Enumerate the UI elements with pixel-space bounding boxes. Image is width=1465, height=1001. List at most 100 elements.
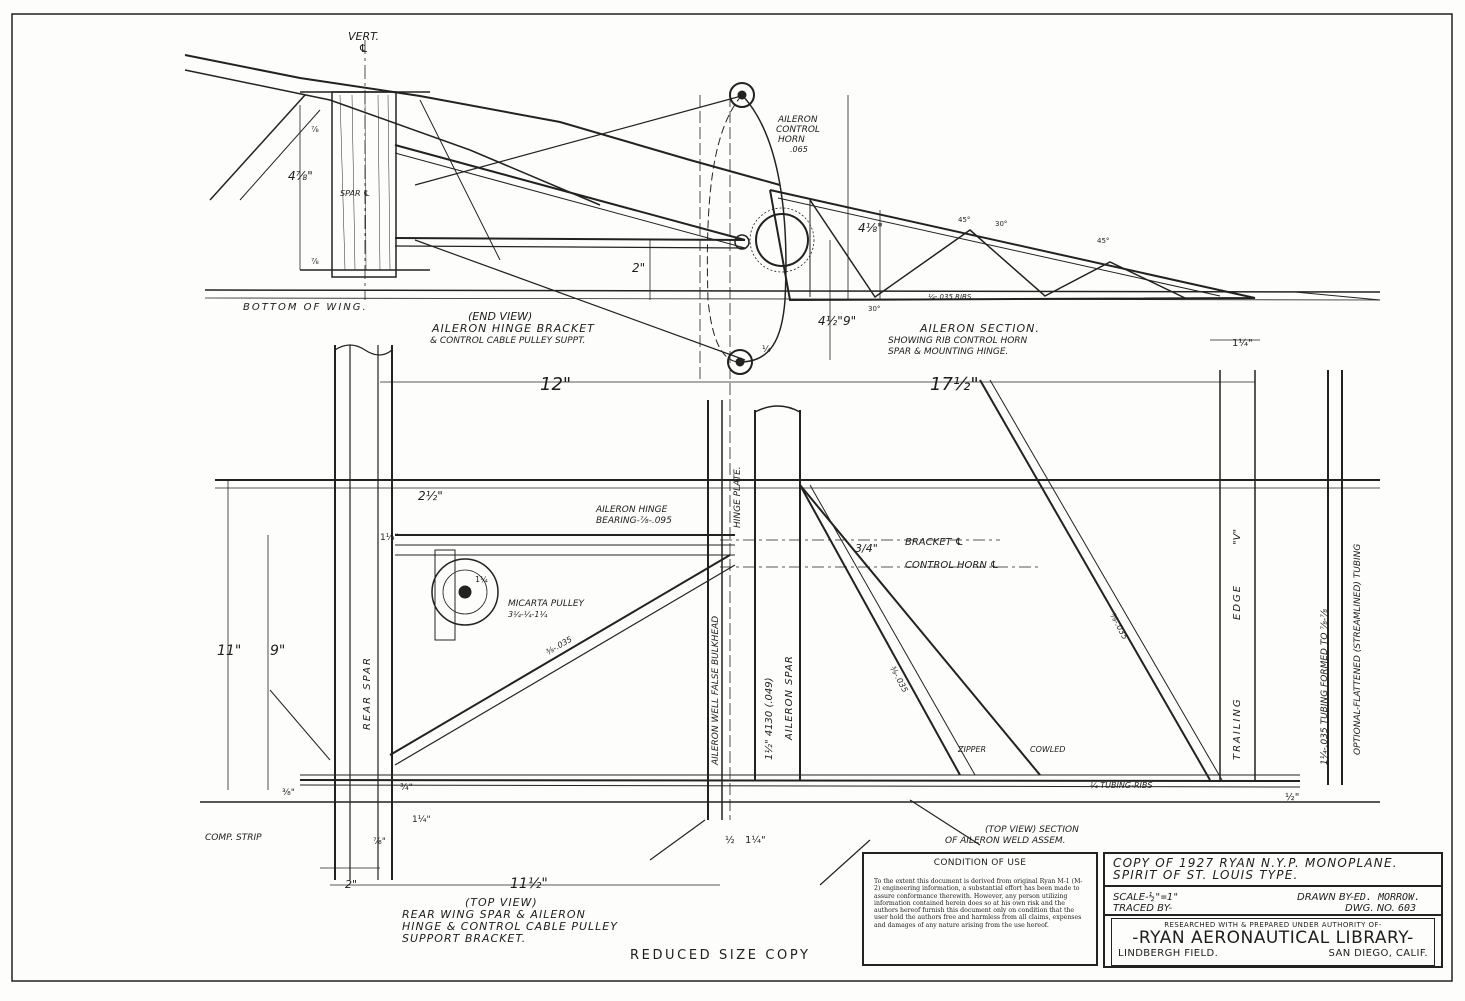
dim-1-2: ½" [1285,791,1299,803]
scale-value: ½"=1" [1148,892,1179,903]
horn-label-3: HORN [778,135,805,145]
dim-4-1-8: 4⅛" [858,221,883,235]
angle-45a: 45° [958,216,970,224]
weld-section-label-1: (TOP VIEW) SECTION [985,825,1079,835]
bracket-cl-label: BRACKET ℄ [905,537,964,548]
library-address: LINDBERGH FIELD. SAN DIEGO, CALIF. [1112,948,1434,959]
micarta-label-2: 3¼-¼-1¼ [508,610,547,619]
dim-17-1-2: 17½" [930,374,979,395]
vert-label: VERT. [348,30,379,43]
library-box: RESEARCHED WITH & PREPARED UNDER AUTHORI… [1111,918,1435,966]
dim-7-8b: ⅞ [311,257,319,266]
angle-30b: 30° [868,305,880,313]
title-line-2: SPIRIT OF ST. LOUIS TYPE. [1113,868,1299,882]
dim-11-1-2: 11½" [510,876,548,892]
trailing-edge-label-1: TRAILING [1232,697,1243,760]
traced-label: TRACED BY- [1113,903,1173,914]
dwg-label: DWG. NO. [1345,903,1395,914]
condition-of-use-panel: CONDITION OF USE To the extent this docu… [862,852,1098,966]
cowled-label: COWLED [1030,745,1065,754]
dim-1-1-4b: 1¼ [475,575,488,584]
rib-note: ¼-.035 RIBS [928,293,972,301]
aileron-spar-label: AILERON SPAR [784,655,795,741]
condition-heading: CONDITION OF USE [933,858,1027,868]
aileron-section-subtitle: SHOWING RIB CONTROL HORN [888,336,1028,346]
dim-9b: 9" [270,643,285,659]
dim-3-8: ⅜" [282,788,295,798]
trailing-edge-label-3: "V" [1232,529,1243,545]
dwg-value: 603 [1398,903,1417,914]
dim-4-1-2: 4½" [818,314,843,328]
condition-text: To the extent this document is derived f… [874,878,1083,929]
dim-7-8c: ⅞" [373,837,386,847]
micarta-label-1: MICARTA PULLEY [508,599,586,609]
drawn-label: DRAWN BY- [1297,892,1354,903]
spar-cl-label: SPAR ℄ [340,189,370,198]
dwg-row: DWG. NO. 603 [1345,903,1416,914]
top-view-subtitle-3: SUPPORT BRACKET. [402,932,526,945]
control-horn-cl-label: CONTROL HORN ℄ [905,560,999,571]
bottom-of-wing-label: BOTTOM OF WING. [243,302,368,313]
trailing-edge-label-2: EDGE [1232,584,1243,620]
tubing-ribs-label: ¼ TUBING-RIBS [1090,781,1152,790]
dim-4-7-8: 4⅞" [288,169,313,183]
drawing-labels: VERT. ℄ SPAR ℄ BOTTOM OF WING. (END VIEW… [205,30,1363,945]
horn-label-2: CONTROL [776,125,820,135]
dim-2b: 2" [345,878,357,891]
dim-9: 9" [843,314,856,328]
hinge-plate-label: HINGE PLATE. [733,466,743,528]
weld-section-label-2: OF AILERON WELD ASSEM. [945,836,1066,846]
dim-1-1-4c: 1¼" [745,834,766,846]
angle-30a: 30° [995,220,1007,228]
end-view-assembly [184,40,1381,820]
dim-3-4: 3/4" [855,542,878,555]
tube-035-label: ⅜-.035 [545,635,574,657]
aileron-section-subtitle-2: SPAR & MOUNTING HINGE. [888,347,1008,357]
false-bulkhead-label: AILERON WELL FALSE BULKHEAD [711,616,721,766]
horn-label-1: AILERON [777,115,818,125]
tubing-label-1: 1¼-.035 TUBING FORMED TO ⅞-⅞ [1320,609,1330,765]
dim-12: 12" [540,374,571,395]
dim-2-1-2: 2½" [418,489,443,503]
reduced-size-note: REDUCED SIZE COPY [630,948,811,963]
spar-tube-label: 1½" 4130 (.049) [763,677,775,760]
top-view-subtitle-2: HINGE & CONTROL CABLE PULLEY [402,920,618,933]
dim-11: 11" [217,643,241,659]
angle-45b: 45° [1097,237,1109,245]
library-city: SAN DIEGO, CALIF. [1328,948,1428,959]
drawn-value: ED. MORROW. [1353,892,1421,903]
dim-1-1-4a: 1¼" [1232,337,1253,349]
library-field: LINDBERGH FIELD. [1118,948,1219,959]
dim-3-4b: ¾" [400,783,413,793]
end-view-title: (END VIEW) [468,310,532,323]
tube-b-label: ⅜-.035 [1108,612,1129,641]
drawn-row: DRAWN BY-ED. MORROW. [1297,892,1420,903]
dimension-labels: 4⅞" ⅞ ⅞ 2" 4⅛" 4½" 9" ¼ 12" 17½" 1¼" 2½"… [217,125,1299,892]
scale-row: SCALE-½"=1" [1113,892,1179,903]
traced-row: TRACED BY- [1113,903,1172,914]
rear-spar-label: REAR SPAR [362,656,373,730]
hinge-bearing-label-2: BEARING-⅞-.095 [596,516,672,526]
vert-centerline-mark: ℄ [359,42,367,55]
end-view-subtitle-2: & CONTROL CABLE PULLEY SUPPT. [430,336,585,346]
end-view-subtitle: AILERON HINGE BRACKET [431,322,595,335]
title-divider-2 [1105,914,1441,916]
top-view-assembly [200,339,1380,886]
dim-2: 2" [632,261,645,275]
dim-1-1-4e: 1¼" [380,533,399,543]
hinge-bearing-label-1: AILERON HINGE [595,505,668,515]
title-divider [1105,885,1441,887]
dim-1-4: ¼ [762,345,771,355]
dim-1-2b: ½ [725,834,735,846]
zipper-label: ZIPPER [957,745,986,754]
dim-7-8a: ⅞ [311,125,319,134]
library-name: -RYAN AERONAUTICAL LIBRARY- [1132,928,1414,948]
aileron-section-title: AILERON SECTION. [919,322,1040,335]
horn-label-4: .065 [790,145,808,154]
title-block: COPY OF 1927 RYAN N.Y.P. MONOPLANE. SPIR… [1103,852,1443,968]
scale-label: SCALE- [1113,892,1149,903]
dim-1-1-4d: 1¼" [412,815,431,825]
top-view-title: (TOP VIEW) [465,896,538,909]
